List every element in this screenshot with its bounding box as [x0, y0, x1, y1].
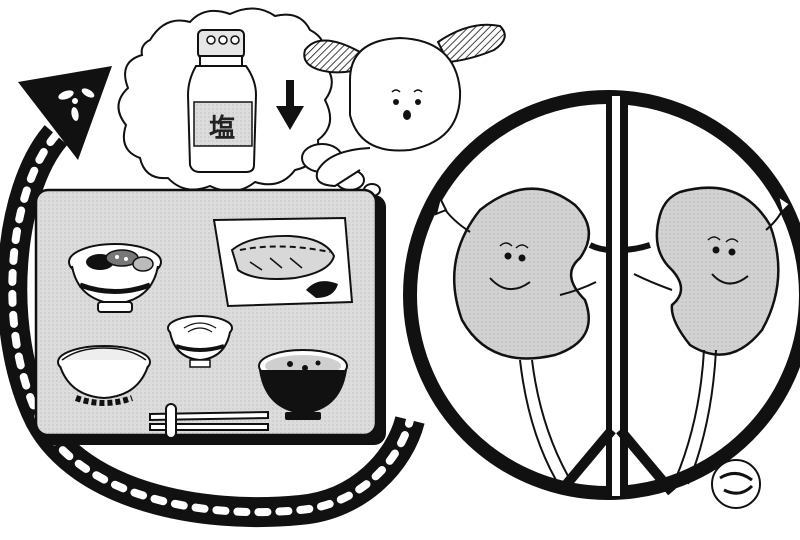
rice-bowl	[57, 345, 151, 406]
kidneys-circle	[403, 90, 800, 509]
left-kidney	[434, 187, 597, 481]
salt-bottle-label: 塩	[208, 114, 235, 144]
grilled-fish-plate	[212, 216, 354, 308]
circular-arrow-icon	[0, 66, 425, 528]
right-kidney	[633, 186, 792, 485]
rice-bowl-with-vegetables	[68, 243, 162, 313]
salt-bottle	[186, 29, 258, 173]
mascot-dog	[303, 23, 506, 188]
salt-thought-bubble	[117, 7, 381, 197]
decrease-arrow-icon	[276, 80, 304, 130]
small-noodle-bowl	[167, 315, 233, 368]
decorative-ball	[711, 459, 761, 509]
japanese-meal-tray	[34, 188, 386, 445]
miso-soup-bowl	[258, 349, 348, 420]
chopsticks	[149, 403, 269, 439]
